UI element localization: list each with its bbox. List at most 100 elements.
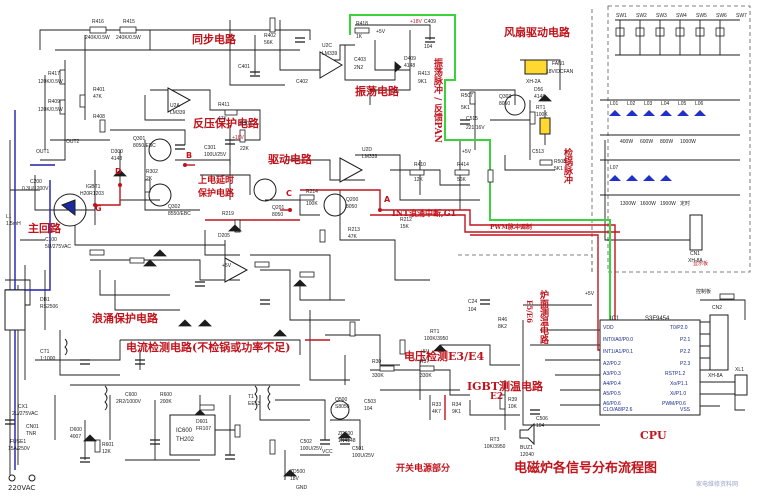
label-q201: Q201 [272, 205, 285, 211]
label-c600: C600 [125, 392, 137, 398]
label-q302-value: 8550/EBC [168, 211, 191, 217]
label-vcc5-top: +5V [376, 29, 386, 35]
label-r507: R507 [461, 93, 473, 99]
label-vcc18-mid: +18V [232, 135, 244, 141]
label-pw7: 1900W [660, 201, 676, 207]
label-q303-value: 8050 [499, 101, 511, 107]
label-c403-value: 2N2 [354, 65, 364, 71]
label-r601-value: 12K [102, 449, 111, 455]
label-vcc5-cpu: +5V [585, 291, 595, 297]
label-c401: C401 [238, 64, 250, 70]
igbt-temp-code: E2 [490, 392, 504, 402]
label-ic600-part: TH202 [176, 437, 195, 443]
label-c506: C506 [536, 416, 548, 422]
label-c409: C409 [424, 19, 436, 25]
pin-xi: Xi/P1.0 [670, 391, 687, 397]
label-sw2: SW2 [636, 13, 647, 19]
label-sw3: SW3 [656, 13, 667, 19]
crystal-xl1 [734, 374, 748, 396]
label-r600-value: 200K [160, 399, 172, 405]
ic600-chip [169, 414, 216, 456]
label-q200: Q200 [346, 197, 359, 203]
oscillator-circuit-title: 振荡电路 [355, 85, 399, 98]
label-r416-value: 240K/0.5W [85, 35, 110, 41]
resistors [59, 17, 735, 455]
opamps [167, 51, 364, 283]
label-ct1-value: 1:1000 [40, 356, 56, 362]
furnace-temp-vertical: 炉面测温电路 [538, 290, 548, 344]
capacitors [5, 37, 700, 463]
node-d: D [115, 167, 122, 176]
node-g: G [95, 204, 102, 213]
label-r46-value: 8K2 [498, 324, 507, 330]
display-board-label: 显示板 [693, 261, 709, 267]
label-u2a: U2A [170, 103, 180, 109]
label-r301-value: 22K [240, 146, 249, 152]
ics [4, 59, 748, 456]
label-t1-value: EE13 [248, 401, 261, 407]
pin-a3: A3/P0.3 [603, 371, 621, 377]
label-sw1: SW1 [616, 13, 627, 19]
label-d600: D600 [70, 427, 82, 433]
label-d300-value: 4148 [111, 156, 123, 162]
transformers [64, 338, 271, 411]
pin-p21: P2.1 [680, 337, 691, 343]
node-c: C [286, 189, 292, 198]
label-sw7: SW7 [736, 13, 747, 19]
label-r213: R213 [348, 227, 360, 233]
label-rt2: RT1 [536, 105, 546, 111]
label-c200-value: 0.3U/1200V [22, 186, 49, 192]
label-r508: R508 [554, 159, 566, 165]
pin-a5: A5/P0.5 [603, 391, 621, 397]
pin-vss: VSS [680, 407, 691, 413]
label-zd600: ZD600 [338, 431, 354, 437]
label-r34: R34 [452, 402, 462, 408]
pin-a6: A6/P0.6 [603, 401, 621, 407]
label-pw8: 定时 [680, 201, 691, 207]
label-vcc5-vd: +5V [420, 349, 430, 355]
xh2a-connector [539, 117, 551, 135]
sync-circuit-title: 同步电路 [192, 33, 236, 46]
label-r410: R410 [414, 162, 426, 168]
label-c600-value: 2R2/1000V [116, 399, 142, 405]
label-ct1: CT1 [40, 349, 50, 355]
label-r33: R33 [432, 402, 442, 408]
label-out1: OUT1 [36, 149, 50, 155]
igbt-symbol [60, 199, 76, 217]
label-q201-value: 8050 [272, 212, 284, 218]
current-detect-title: 电流检测电路(不检锅或功率不足) [126, 341, 291, 354]
label-q303: Q303 [499, 94, 512, 100]
ac-input [8, 474, 36, 482]
label-r214-value: 100K [306, 201, 318, 207]
pin-vdd: VDD [603, 325, 614, 331]
label-c502-value: 100U/25V [300, 446, 323, 452]
label-d56-value: 4148 [534, 94, 546, 100]
label-d601-value: FR107 [196, 426, 212, 432]
label-r414: R414 [457, 162, 469, 168]
watermark: 家电维修资料网 [696, 482, 739, 488]
label-r507-value: 5K1 [461, 105, 470, 111]
switch-power-title: 开关电源部分 [396, 464, 451, 474]
label-fan1-value: 18V/DCFAN [546, 69, 574, 75]
label-r508-value: 5K1 [554, 166, 563, 172]
label-vcc5-mid: +5V [462, 149, 472, 155]
label-db1: DB1 [40, 297, 50, 303]
label-r46: R46 [498, 317, 508, 323]
label-r414-value: 56K [457, 177, 466, 183]
label-r413-value: 9K1 [418, 79, 427, 85]
label-fuse1-value: 15A/250V [8, 446, 30, 452]
label-sw6: SW6 [716, 13, 727, 19]
pan-detect-vertical: 检锅脉冲 [562, 148, 572, 184]
label-c502: C502 [300, 439, 312, 445]
label-xl1: XL1 [735, 367, 744, 373]
label-d600-value: 4007 [70, 434, 82, 440]
label-r402-value: 56K [264, 40, 273, 46]
mains-label: 220VAC [8, 484, 36, 492]
label-r401: R401 [93, 87, 105, 93]
label-u2c-part: LM339 [322, 51, 338, 57]
label-vcc-sw: VCC [322, 449, 333, 455]
label-q200-value: 8050 [346, 204, 358, 210]
label-r212-value: 15K [400, 224, 409, 230]
label-r213-value: 47K [348, 234, 357, 240]
label-cn2-value: XH-8A [708, 373, 723, 379]
